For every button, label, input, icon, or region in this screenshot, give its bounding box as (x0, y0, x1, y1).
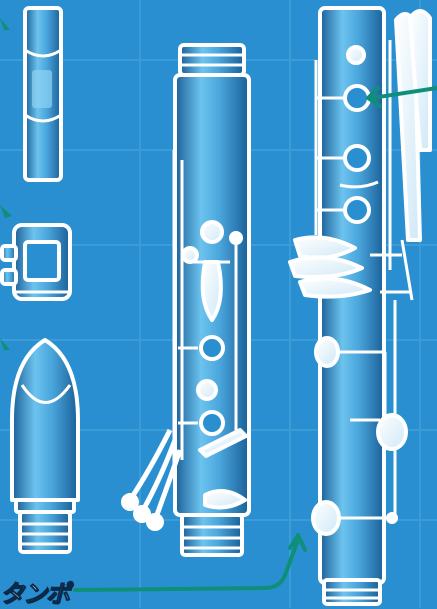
upper-joint (123, 45, 249, 555)
lower-joint (290, 8, 430, 604)
arrow-icon (0, 18, 12, 350)
tampon-label: タンポ (0, 574, 69, 609)
ligature-part (2, 225, 70, 299)
mouthpiece-part (12, 340, 78, 552)
barrel-part (25, 8, 61, 180)
